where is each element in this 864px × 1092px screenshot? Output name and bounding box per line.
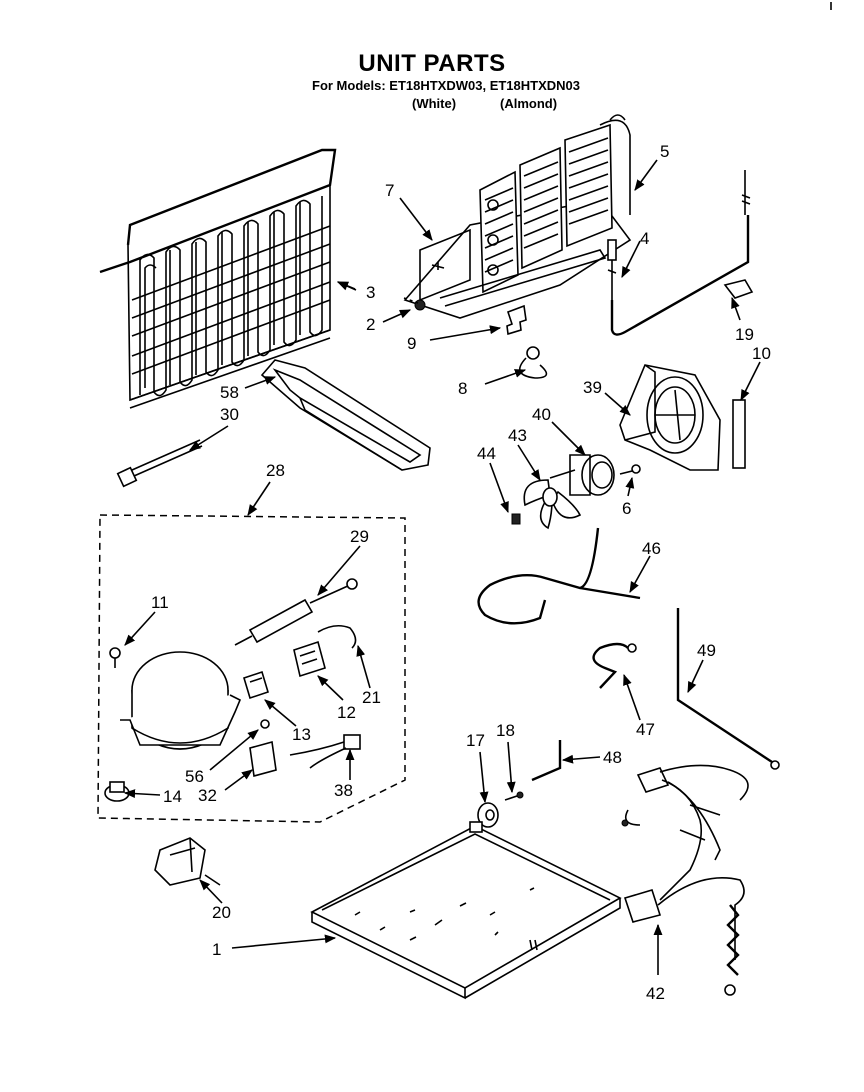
callout-leaders bbox=[123, 159, 761, 975]
callout-18: 18 bbox=[496, 721, 515, 740]
variant-almond: (Almond) bbox=[500, 96, 558, 111]
callout-19: 19 bbox=[735, 325, 754, 344]
callout-44: 44 bbox=[477, 444, 496, 463]
callout-48: 48 bbox=[603, 748, 622, 767]
foam-strip bbox=[732, 399, 746, 469]
page-title: UNIT PARTS bbox=[358, 50, 506, 77]
callout-21: 21 bbox=[362, 688, 381, 707]
fan-shroud bbox=[619, 364, 721, 471]
callout-17: 17 bbox=[466, 731, 485, 750]
callout-29: 29 bbox=[350, 527, 369, 546]
callout-32: 32 bbox=[198, 786, 217, 805]
callout-58: 58 bbox=[220, 383, 239, 402]
evaporator-fan-motor bbox=[549, 454, 615, 496]
callout-11: 11 bbox=[151, 593, 169, 612]
compressor bbox=[104, 647, 242, 802]
callout-3: 3 bbox=[366, 283, 375, 302]
bracket-48 bbox=[531, 740, 562, 782]
evaporator-assembly bbox=[403, 114, 632, 336]
callout-4: 4 bbox=[640, 229, 649, 248]
variant-white: (White) bbox=[412, 96, 457, 111]
overload-protector bbox=[243, 670, 269, 700]
roller-screw bbox=[504, 791, 524, 801]
drain-tube bbox=[477, 527, 641, 625]
callout-numbers: 3 2 9 7 5 4 8 19 10 58 30 39 40 43 44 6 … bbox=[151, 142, 771, 1003]
start-relay bbox=[293, 640, 326, 678]
callout-5: 5 bbox=[660, 142, 669, 161]
defrost-thermostat bbox=[518, 346, 548, 379]
callout-30: 30 bbox=[220, 405, 239, 424]
callout-49: 49 bbox=[697, 641, 716, 660]
screw-56 bbox=[260, 719, 270, 729]
relay-wire bbox=[317, 624, 357, 649]
callout-2: 2 bbox=[366, 315, 375, 334]
callout-56: 56 bbox=[185, 767, 204, 786]
callout-28: 28 bbox=[266, 461, 285, 480]
tie-wrap bbox=[116, 439, 203, 488]
screw bbox=[619, 464, 641, 475]
wiring-harness bbox=[621, 764, 749, 996]
callout-8: 8 bbox=[458, 379, 467, 398]
callout-39: 39 bbox=[583, 378, 602, 397]
callout-10: 10 bbox=[752, 344, 771, 363]
callout-40: 40 bbox=[532, 405, 551, 424]
callout-12: 12 bbox=[337, 703, 356, 722]
terminal-cover bbox=[249, 740, 277, 778]
fan-blade bbox=[511, 479, 582, 530]
callout-13: 13 bbox=[292, 725, 311, 744]
callout-14: 14 bbox=[163, 787, 182, 806]
callout-9: 9 bbox=[407, 334, 416, 353]
compressor-harness bbox=[289, 734, 361, 769]
models-line: For Models: ET18HTXDW03, ET18HTXDN03 bbox=[312, 78, 580, 93]
callout-46: 46 bbox=[642, 539, 661, 558]
drain-trough bbox=[260, 359, 431, 471]
condenser-coil bbox=[99, 148, 357, 409]
defrost-terminator-wire bbox=[607, 170, 754, 336]
condenser-fan-motor bbox=[154, 837, 221, 886]
machine-base bbox=[310, 821, 622, 1000]
callout-6: 6 bbox=[622, 499, 631, 518]
callout-20: 20 bbox=[212, 903, 231, 922]
compressor-kit-boundary bbox=[97, 514, 406, 823]
callout-42: 42 bbox=[646, 984, 665, 1003]
heat-exchanger-tube bbox=[676, 608, 780, 770]
callout-7: 7 bbox=[385, 181, 394, 200]
water-tube-47 bbox=[592, 642, 637, 689]
filter-drier bbox=[234, 578, 358, 646]
callout-47: 47 bbox=[636, 720, 655, 739]
callout-43: 43 bbox=[508, 426, 527, 445]
callout-38: 38 bbox=[334, 781, 353, 800]
callout-1: 1 bbox=[212, 940, 221, 959]
